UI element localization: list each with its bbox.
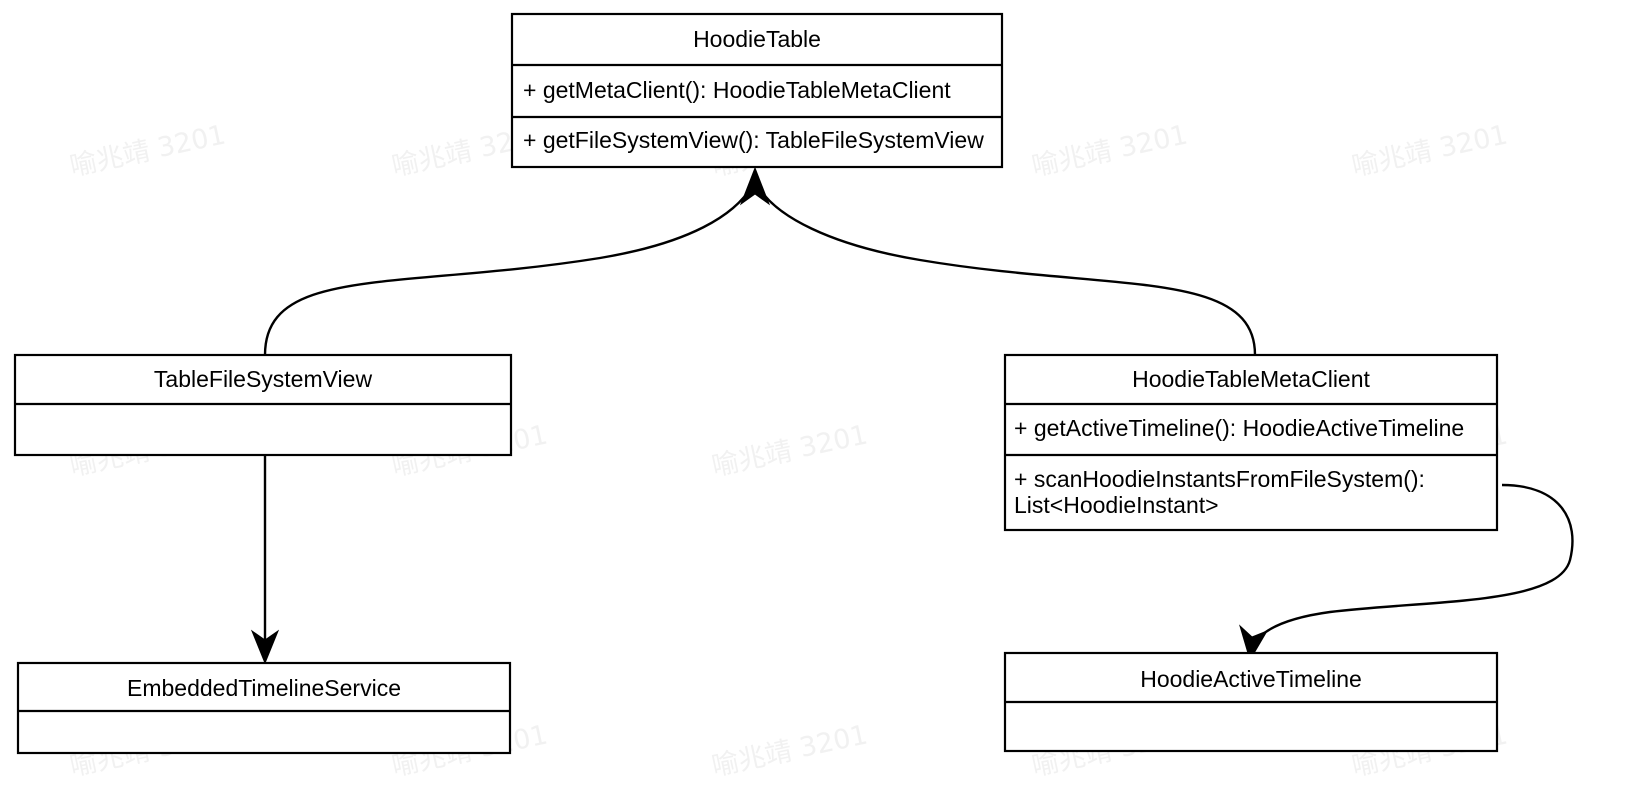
class-member-label: + scanHoodieInstantsFromFileSystem():: [1014, 466, 1425, 492]
class-box-outline: [1003, 353, 1499, 532]
class-name-label: HoodieActiveTimeline: [1140, 666, 1362, 692]
arrowhead-hoodietable-generalization: [739, 166, 771, 206]
class-box-hoodie-table-meta-client[interactable]: HoodieTableMetaClient + getActiveTimelin…: [1003, 353, 1499, 532]
class-name-label: HoodieTableMetaClient: [1132, 366, 1370, 392]
class-box-hoodie-active-timeline[interactable]: HoodieActiveTimeline: [1003, 651, 1499, 753]
watermark-text: 喻兆靖 3201: [67, 119, 228, 182]
edge-tablefilesystemview-to-hoodietable: [263, 185, 754, 356]
watermark-text: 喻兆靖 3201: [1349, 119, 1510, 182]
relations-layer: [250, 166, 1574, 665]
arrowhead-hoodieactivetimeline: [1239, 624, 1269, 662]
class-name-label: EmbeddedTimelineService: [127, 675, 401, 701]
watermark-text: 喻兆靖 3201: [709, 719, 870, 782]
class-name-label: HoodieTable: [693, 26, 821, 52]
class-member-label: + getActiveTimeline(): HoodieActiveTimel…: [1014, 415, 1464, 441]
arrowhead-embeddedtimelineservice: [250, 629, 280, 665]
class-member-label: List<HoodieInstant>: [1014, 492, 1219, 518]
edge-hoodietablemetaclient-to-hoodietable: [756, 185, 1257, 356]
class-name-label: TableFileSystemView: [154, 366, 373, 392]
class-box-outline: [16, 661, 512, 755]
class-box-embedded-timeline-service[interactable]: EmbeddedTimelineService: [16, 661, 512, 755]
class-box-outline: [510, 12, 1004, 169]
watermark-text: 喻兆靖 3201: [1029, 119, 1190, 182]
class-box-table-file-system-view[interactable]: TableFileSystemView: [13, 353, 513, 457]
class-member-label: + getMetaClient(): HoodieTableMetaClient: [523, 77, 951, 103]
edge-hoodietablemetaclient-to-hoodieactivetimeline: [1251, 483, 1574, 646]
class-member-label: + getFileSystemView(): TableFileSystemVi…: [523, 127, 984, 153]
class-box-hoodie-table[interactable]: HoodieTable + getMetaClient(): HoodieTab…: [510, 12, 1004, 169]
watermark-text: 喻兆靖 3201: [709, 419, 870, 482]
